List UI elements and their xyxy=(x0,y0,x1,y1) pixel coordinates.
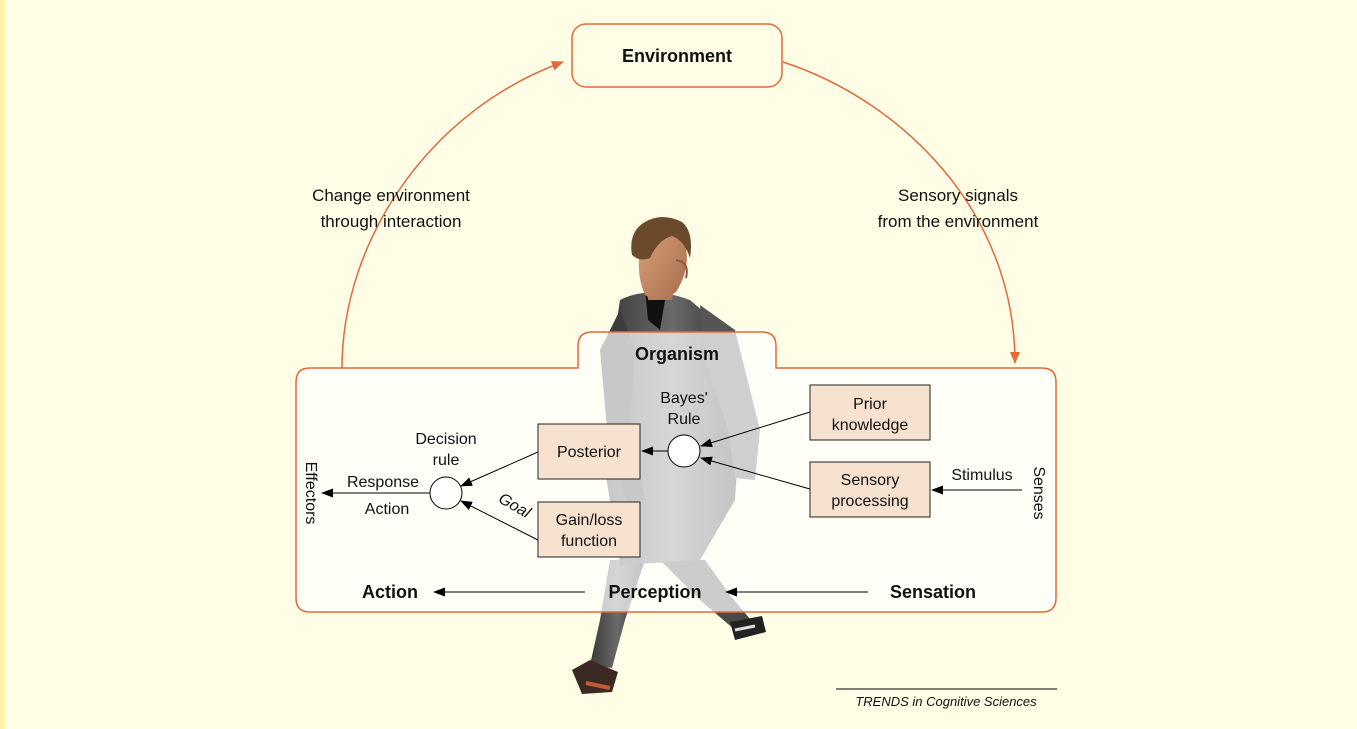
left-margin-strip xyxy=(0,0,5,729)
stage-sensation: Sensation xyxy=(890,582,976,602)
senses-label: Senses xyxy=(1030,466,1047,519)
arc-label-left-line2: through interaction xyxy=(321,212,462,231)
arrow-posterior-to-decision xyxy=(460,451,539,487)
sensory-processing-label-line1: Sensory xyxy=(841,472,900,489)
gain-loss-label-line1: Gain/loss xyxy=(556,512,623,529)
bayes-rule-label-line2: Rule xyxy=(668,411,701,428)
organism-label: Organism xyxy=(635,344,719,364)
arrow-sensory-to-bayes xyxy=(700,456,811,490)
arrow-prior-to-bayes xyxy=(700,411,811,448)
arc-label-left-line1: Change environment xyxy=(312,186,470,205)
environment-label: Environment xyxy=(622,46,732,66)
action-edge-label: Action xyxy=(365,501,409,518)
decision-rule-node xyxy=(429,476,463,510)
arc-label-right-line2: from the environment xyxy=(878,212,1039,231)
credit-text: TRENDS in Cognitive Sciences xyxy=(855,694,1037,709)
decision-rule-label-line1: Decision xyxy=(415,431,476,448)
gain-loss-box xyxy=(537,501,641,558)
decision-rule-label-line2: rule xyxy=(433,452,460,469)
arc-environment-to-senses xyxy=(782,61,1020,364)
stage-action: Action xyxy=(362,582,418,602)
prior-knowledge-box xyxy=(809,384,931,441)
prior-knowledge-label-line2: knowledge xyxy=(832,417,909,434)
arc-label-right-line1: Sensory signals xyxy=(898,186,1018,205)
arc-action-to-environment xyxy=(341,61,564,369)
organism-box xyxy=(295,331,1057,613)
sensory-processing-box xyxy=(809,461,931,518)
posterior-box xyxy=(537,423,641,480)
bayes-rule-node xyxy=(667,434,701,468)
arrow-gainloss-to-decision xyxy=(460,500,539,541)
response-label: Response xyxy=(347,474,419,491)
posterior-label: Posterior xyxy=(557,444,622,461)
bayes-rule-label-line1: Bayes' xyxy=(660,390,708,407)
stimulus-label: Stimulus xyxy=(951,467,1012,484)
sensory-processing-label-line2: processing xyxy=(831,493,908,510)
prior-knowledge-label-line1: Prior xyxy=(853,396,887,413)
environment-box xyxy=(571,23,783,88)
effectors-label: Effectors xyxy=(302,462,319,525)
gain-loss-label-line2: function xyxy=(561,533,617,550)
stage-perception: Perception xyxy=(608,582,701,602)
